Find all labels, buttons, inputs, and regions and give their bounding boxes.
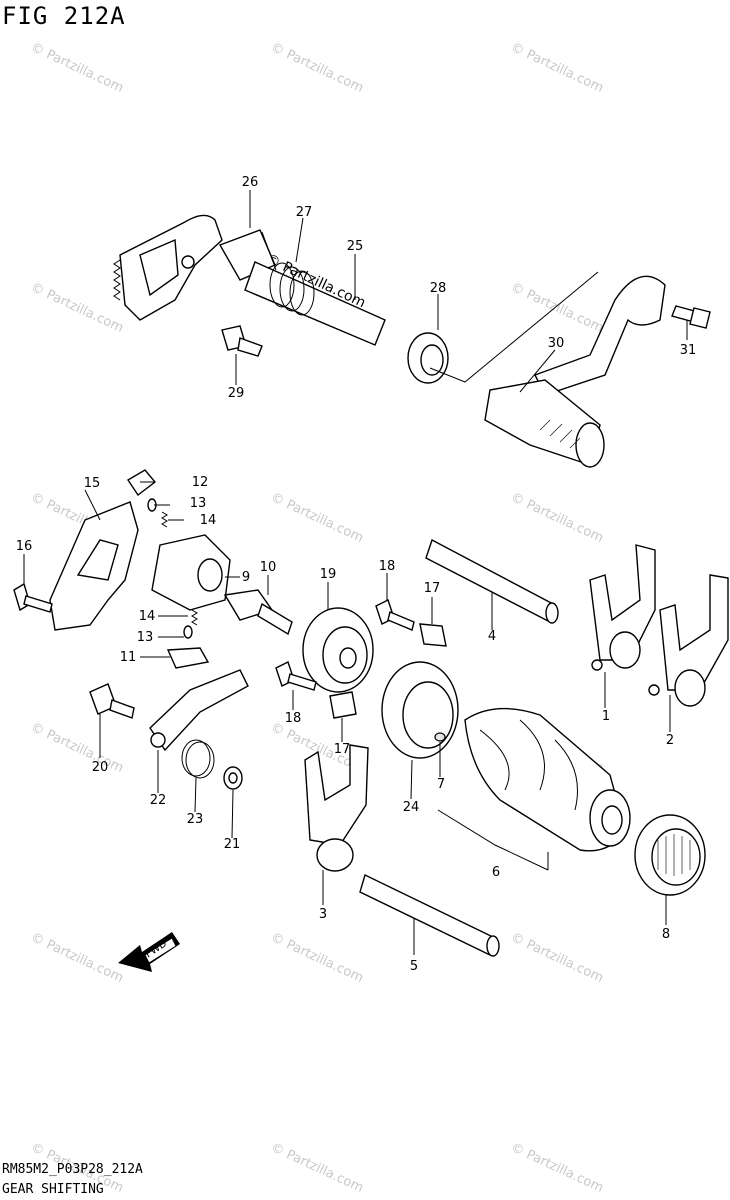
fork-shaft-part-5: [359, 874, 500, 957]
callout-label: 7: [437, 777, 445, 792]
callout-numbers: 1 2 3 4 5 6 7 8 9 10 11 12 13 13 14 14 1…: [16, 175, 697, 974]
callout-label: 6: [492, 865, 500, 880]
callout-label: 26: [242, 175, 259, 190]
callout-label: 27: [296, 205, 313, 220]
bearing-part-8: [634, 814, 706, 896]
pedal-bolt-part-29: [221, 325, 263, 357]
watermark: © Partzilla.com: [508, 40, 605, 96]
pawl-lifter-part-10: [223, 589, 293, 636]
spring-part-23: [181, 739, 215, 779]
callout-label: 8: [662, 927, 670, 942]
spring-part-14-lower: [191, 609, 198, 626]
watermark: © Partzilla.com: [508, 930, 605, 986]
shift-fork-part-3: [304, 744, 369, 872]
callout-label: 14: [139, 609, 156, 624]
watermark: © Partzilla.com: [268, 40, 365, 96]
callout-label: 15: [84, 476, 101, 491]
callout-label: 25: [347, 239, 364, 254]
pin-part-13-lower: [183, 625, 193, 639]
callout-label: 11: [120, 650, 137, 665]
shaft-bolt-part-20: [89, 683, 135, 719]
callout-label: 14: [200, 513, 217, 528]
shift-fork-part-2: [648, 574, 729, 707]
callout-label: 1: [602, 709, 610, 724]
return-spring-part-27: [261, 231, 315, 316]
figure-title: FIG 212A: [2, 2, 126, 30]
spring-part-14-upper: [161, 511, 168, 528]
callout-label: 12: [192, 475, 209, 490]
leader-lines: [23, 190, 688, 955]
bearing-part-24: [381, 661, 459, 759]
bolt-part-18-lower: [275, 661, 317, 691]
watermark: © Partzilla.com: [508, 280, 605, 336]
watermark: © Partzilla.com: [268, 490, 365, 546]
watermark: © Partzilla.com: [508, 490, 605, 546]
callout-label: 16: [16, 539, 33, 554]
pin-part-17-lower: [329, 691, 357, 719]
callout-label: 17: [334, 742, 351, 757]
screw-part-16: [13, 582, 53, 613]
callout-label: 21: [224, 837, 241, 852]
callout-label: 2: [666, 733, 674, 748]
callout-label: 9: [242, 570, 250, 585]
callout-label: 28: [430, 281, 447, 296]
watermark: © Partzilla.com: [28, 40, 125, 96]
callout-label: 20: [92, 760, 109, 775]
fork-shaft-part-4: [425, 538, 559, 624]
watermark: © Partzilla.com: [28, 930, 125, 986]
callout-label: 3: [319, 907, 327, 922]
figure-code: RM85M2_P03P28_212A: [2, 1162, 143, 1177]
bolt-part-18-upper: [375, 599, 415, 631]
callout-label: 22: [150, 793, 167, 808]
assembly-line: [429, 271, 599, 383]
shift-shaft-part-26: [113, 214, 386, 346]
cam-guide-part-9: [151, 534, 231, 611]
pawl-part-11: [166, 647, 210, 669]
forward-arrow-icon: FWD: [118, 932, 180, 972]
pin-part-17-upper: [419, 623, 447, 647]
pin-part-7: [434, 732, 446, 742]
callout-label: 5: [410, 959, 418, 974]
cam-stopper-plate-part-15: [49, 501, 139, 631]
cam-driven-gear-part-19: [302, 607, 374, 693]
callout-label: 23: [187, 812, 204, 827]
callout-label: 18: [379, 559, 396, 574]
callout-label: 18: [285, 711, 302, 726]
watermark: © Partzilla.com: [28, 280, 125, 336]
callout-label: 10: [260, 560, 277, 575]
figure-name: GEAR SHIFTING: [2, 1182, 104, 1197]
shift-fork-part-1: [589, 544, 656, 671]
callout-label: 13: [137, 630, 154, 645]
callout-label: 17: [424, 581, 441, 596]
callout-label: 31: [680, 343, 697, 358]
callout-label: 29: [228, 386, 245, 401]
watermark: © Partzilla.com: [268, 930, 365, 986]
callout-label: 24: [403, 800, 420, 815]
gearshift-lever-part-30: [484, 275, 666, 468]
pedal-bolt-part-31: [671, 305, 711, 329]
gearshift-cam-drum-part-6: [464, 707, 631, 852]
callout-label: 19: [320, 567, 337, 582]
watermark: © Partzilla.com: [28, 720, 125, 776]
callout-label: 4: [488, 629, 496, 644]
washer-part-21: [223, 766, 243, 790]
watermark: © Partzilla.com: [268, 1140, 365, 1196]
callout-label: 30: [548, 336, 565, 351]
gearshift-arm-part-22: [149, 669, 249, 752]
callout-label: 13: [190, 496, 207, 511]
oil-seal-part-28: [407, 332, 449, 384]
watermark: © Partzilla.com: [508, 1140, 605, 1196]
